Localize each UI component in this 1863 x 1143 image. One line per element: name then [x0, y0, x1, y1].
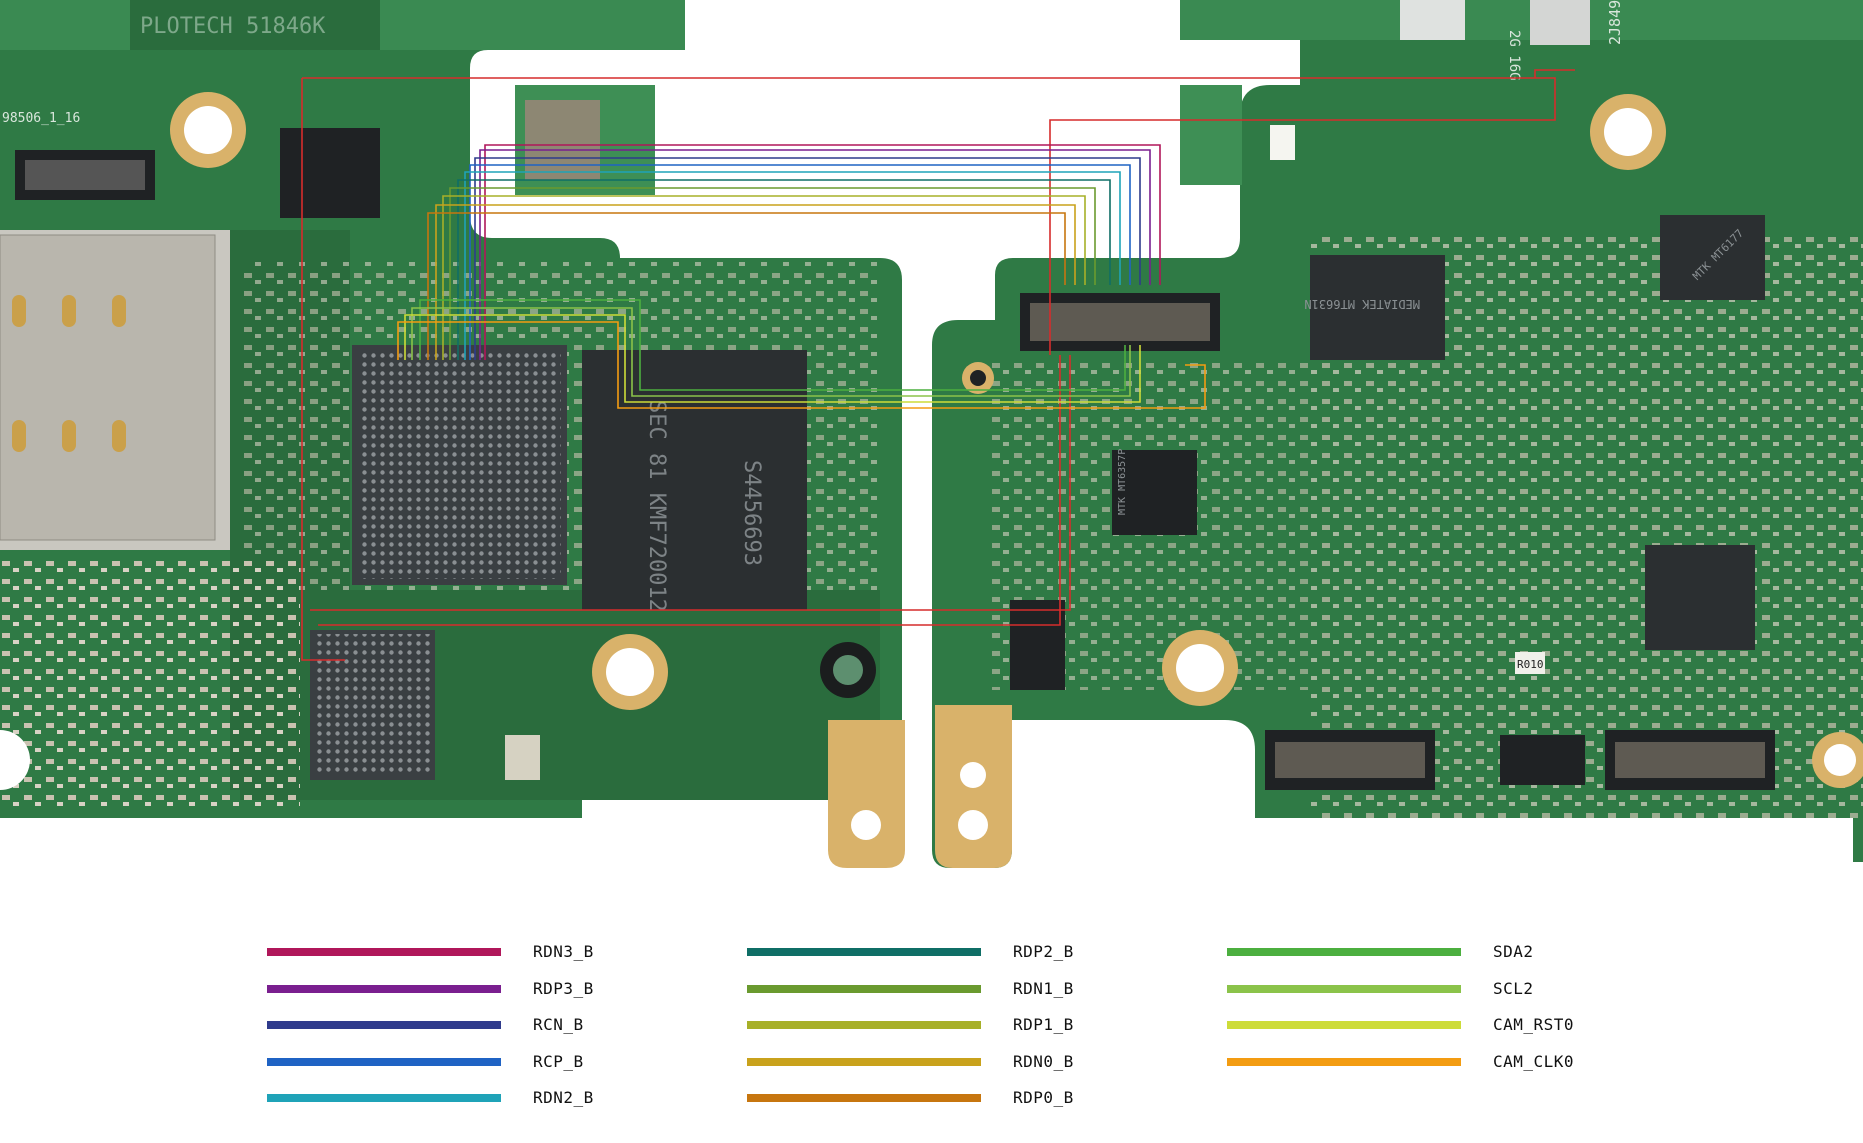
legend-item: RDP2_B	[747, 940, 1207, 977]
legend-label: CAM_RST0	[1493, 1015, 1575, 1034]
legend-swatch	[267, 1094, 501, 1102]
legend-swatch	[1227, 1057, 1461, 1066]
crystal	[505, 735, 540, 780]
legend-swatch	[747, 1094, 981, 1102]
trace-clock-lines	[301, 69, 1575, 661]
mounting-hole-left	[0, 92, 668, 790]
sim-slot	[0, 234, 216, 541]
legend-swatch	[747, 1057, 981, 1066]
legend-label: RDP0_B	[1013, 1088, 1074, 1107]
pa-chip	[1645, 545, 1755, 650]
camera-connector	[1020, 293, 1220, 351]
legend-label: SDA2	[1493, 942, 1534, 961]
pcb-right-section: MEDIATEK MT6631N MTK MT6357P MTK MT6177	[932, 0, 1863, 868]
signal-traces	[301, 69, 1575, 661]
pcb-board-diagram: SEC 81 KMF720012 S4456693 PLOTECH 51846K…	[0, 0, 1863, 868]
legend-label: RDN2_B	[533, 1088, 594, 1107]
legend-swatch	[747, 948, 981, 956]
legend-swatch	[267, 1057, 501, 1066]
mediatek-chip: MEDIATEK MT6631N	[1304, 255, 1445, 360]
legend-label: SCL2	[1493, 978, 1534, 998]
legend-label: RDP1_B	[1013, 1015, 1074, 1034]
legend-item: CAM_RST0	[1227, 1013, 1687, 1050]
memory-chip-code: S4456693	[739, 460, 764, 566]
mtk-small-chip-label: MTK MT6357P	[1117, 449, 1128, 515]
qr-code	[1530, 0, 1590, 45]
legend-item: SDA2	[1227, 940, 1687, 977]
mediatek-chip-label: MEDIATEK MT6631N	[1304, 297, 1420, 311]
legend-item: SCL2	[1227, 977, 1687, 1014]
trace-control-lines	[397, 299, 1206, 409]
legend-swatch	[267, 984, 501, 993]
flex-pad-top	[515, 85, 655, 195]
legend-item: RCP_B	[267, 1050, 727, 1087]
legend-label: RCN_B	[533, 1015, 584, 1034]
legend-swatch	[1227, 984, 1461, 993]
legend-label: RDP2_B	[1013, 942, 1074, 961]
silkscreen-2g16g: 2G 16G	[1506, 30, 1522, 81]
legend-swatch	[747, 984, 981, 993]
legend-label: RDN1_B	[1013, 978, 1074, 998]
legend-label: RDN0_B	[1013, 1051, 1074, 1071]
sim-connector	[280, 128, 380, 218]
legend-label: RDP3_B	[533, 978, 594, 998]
legend-item: RDN0_B	[747, 1050, 1207, 1087]
legend-swatch	[1227, 948, 1461, 956]
mounting-hole-right	[1162, 94, 1863, 788]
legend-label: RDN3_B	[533, 942, 594, 961]
legend-item: CAM_CLK0	[1227, 1050, 1687, 1087]
legend-swatch	[267, 948, 501, 956]
legend-item: RDP3_B	[267, 977, 727, 1014]
legend-column-2: RDP2_B RDN1_B RDP1_B RDN0_B RDP0_B	[747, 940, 1207, 1123]
top-shield	[1400, 0, 1465, 40]
mtk-rf-chip: MTK MT6177	[1660, 215, 1765, 300]
memory-chip-label: SEC 81 KMF720012	[644, 400, 669, 612]
legend-item: RDP0_B	[747, 1086, 1207, 1123]
pcb-left-section: SEC 81 KMF720012 S4456693 PLOTECH 51846K…	[0, 0, 905, 868]
led	[1270, 125, 1295, 160]
legend-item: RDP1_B	[747, 1013, 1207, 1050]
bracket-tab-left	[828, 720, 905, 868]
small-connector	[1010, 600, 1065, 690]
memory-chip: SEC 81 KMF720012 S4456693	[582, 350, 807, 612]
legend-item: RCN_B	[267, 1013, 727, 1050]
silkscreen-part-number: 98506_1_16	[2, 111, 80, 126]
legend-column-3: SDA2 SCL2 CAM_RST0 CAM_CLK0	[1227, 940, 1687, 1086]
legend-swatch	[747, 1021, 981, 1029]
legend-item: RDN3_B	[267, 940, 727, 977]
bracket-tab-right	[935, 362, 1012, 868]
legend-swatch	[1227, 1021, 1461, 1029]
trace-data-lines	[427, 144, 1161, 360]
flex-pad-right	[1180, 85, 1242, 185]
bottom-connectors	[1265, 730, 1775, 790]
legend-column-1: RDN3_B RDP3_B RCN_B RCP_B RDN2_B	[267, 940, 727, 1123]
mtk-small-chip: MTK MT6357P	[1112, 449, 1197, 535]
legend-swatch	[267, 1021, 501, 1029]
legend-item: RDN2_B	[267, 1086, 727, 1123]
legend-item: RDN1_B	[747, 977, 1207, 1014]
legend-label: CAM_CLK0	[1493, 1051, 1575, 1071]
cpu-chip	[352, 345, 567, 585]
pmic-chip	[310, 630, 435, 780]
silkscreen-r010: R010	[1517, 658, 1544, 671]
signal-legend: RDN3_B RDP3_B RCN_B RCP_B RDN2_B RDP2_B …	[0, 940, 1863, 1140]
legend-label: RCP_B	[533, 1051, 584, 1071]
silkscreen-top-right: 2J849 02871	[1606, 0, 1624, 45]
connector-top-left	[15, 150, 155, 200]
top-left-area	[130, 0, 380, 50]
silkscreen-top-left: PLOTECH 51846K	[140, 14, 326, 39]
